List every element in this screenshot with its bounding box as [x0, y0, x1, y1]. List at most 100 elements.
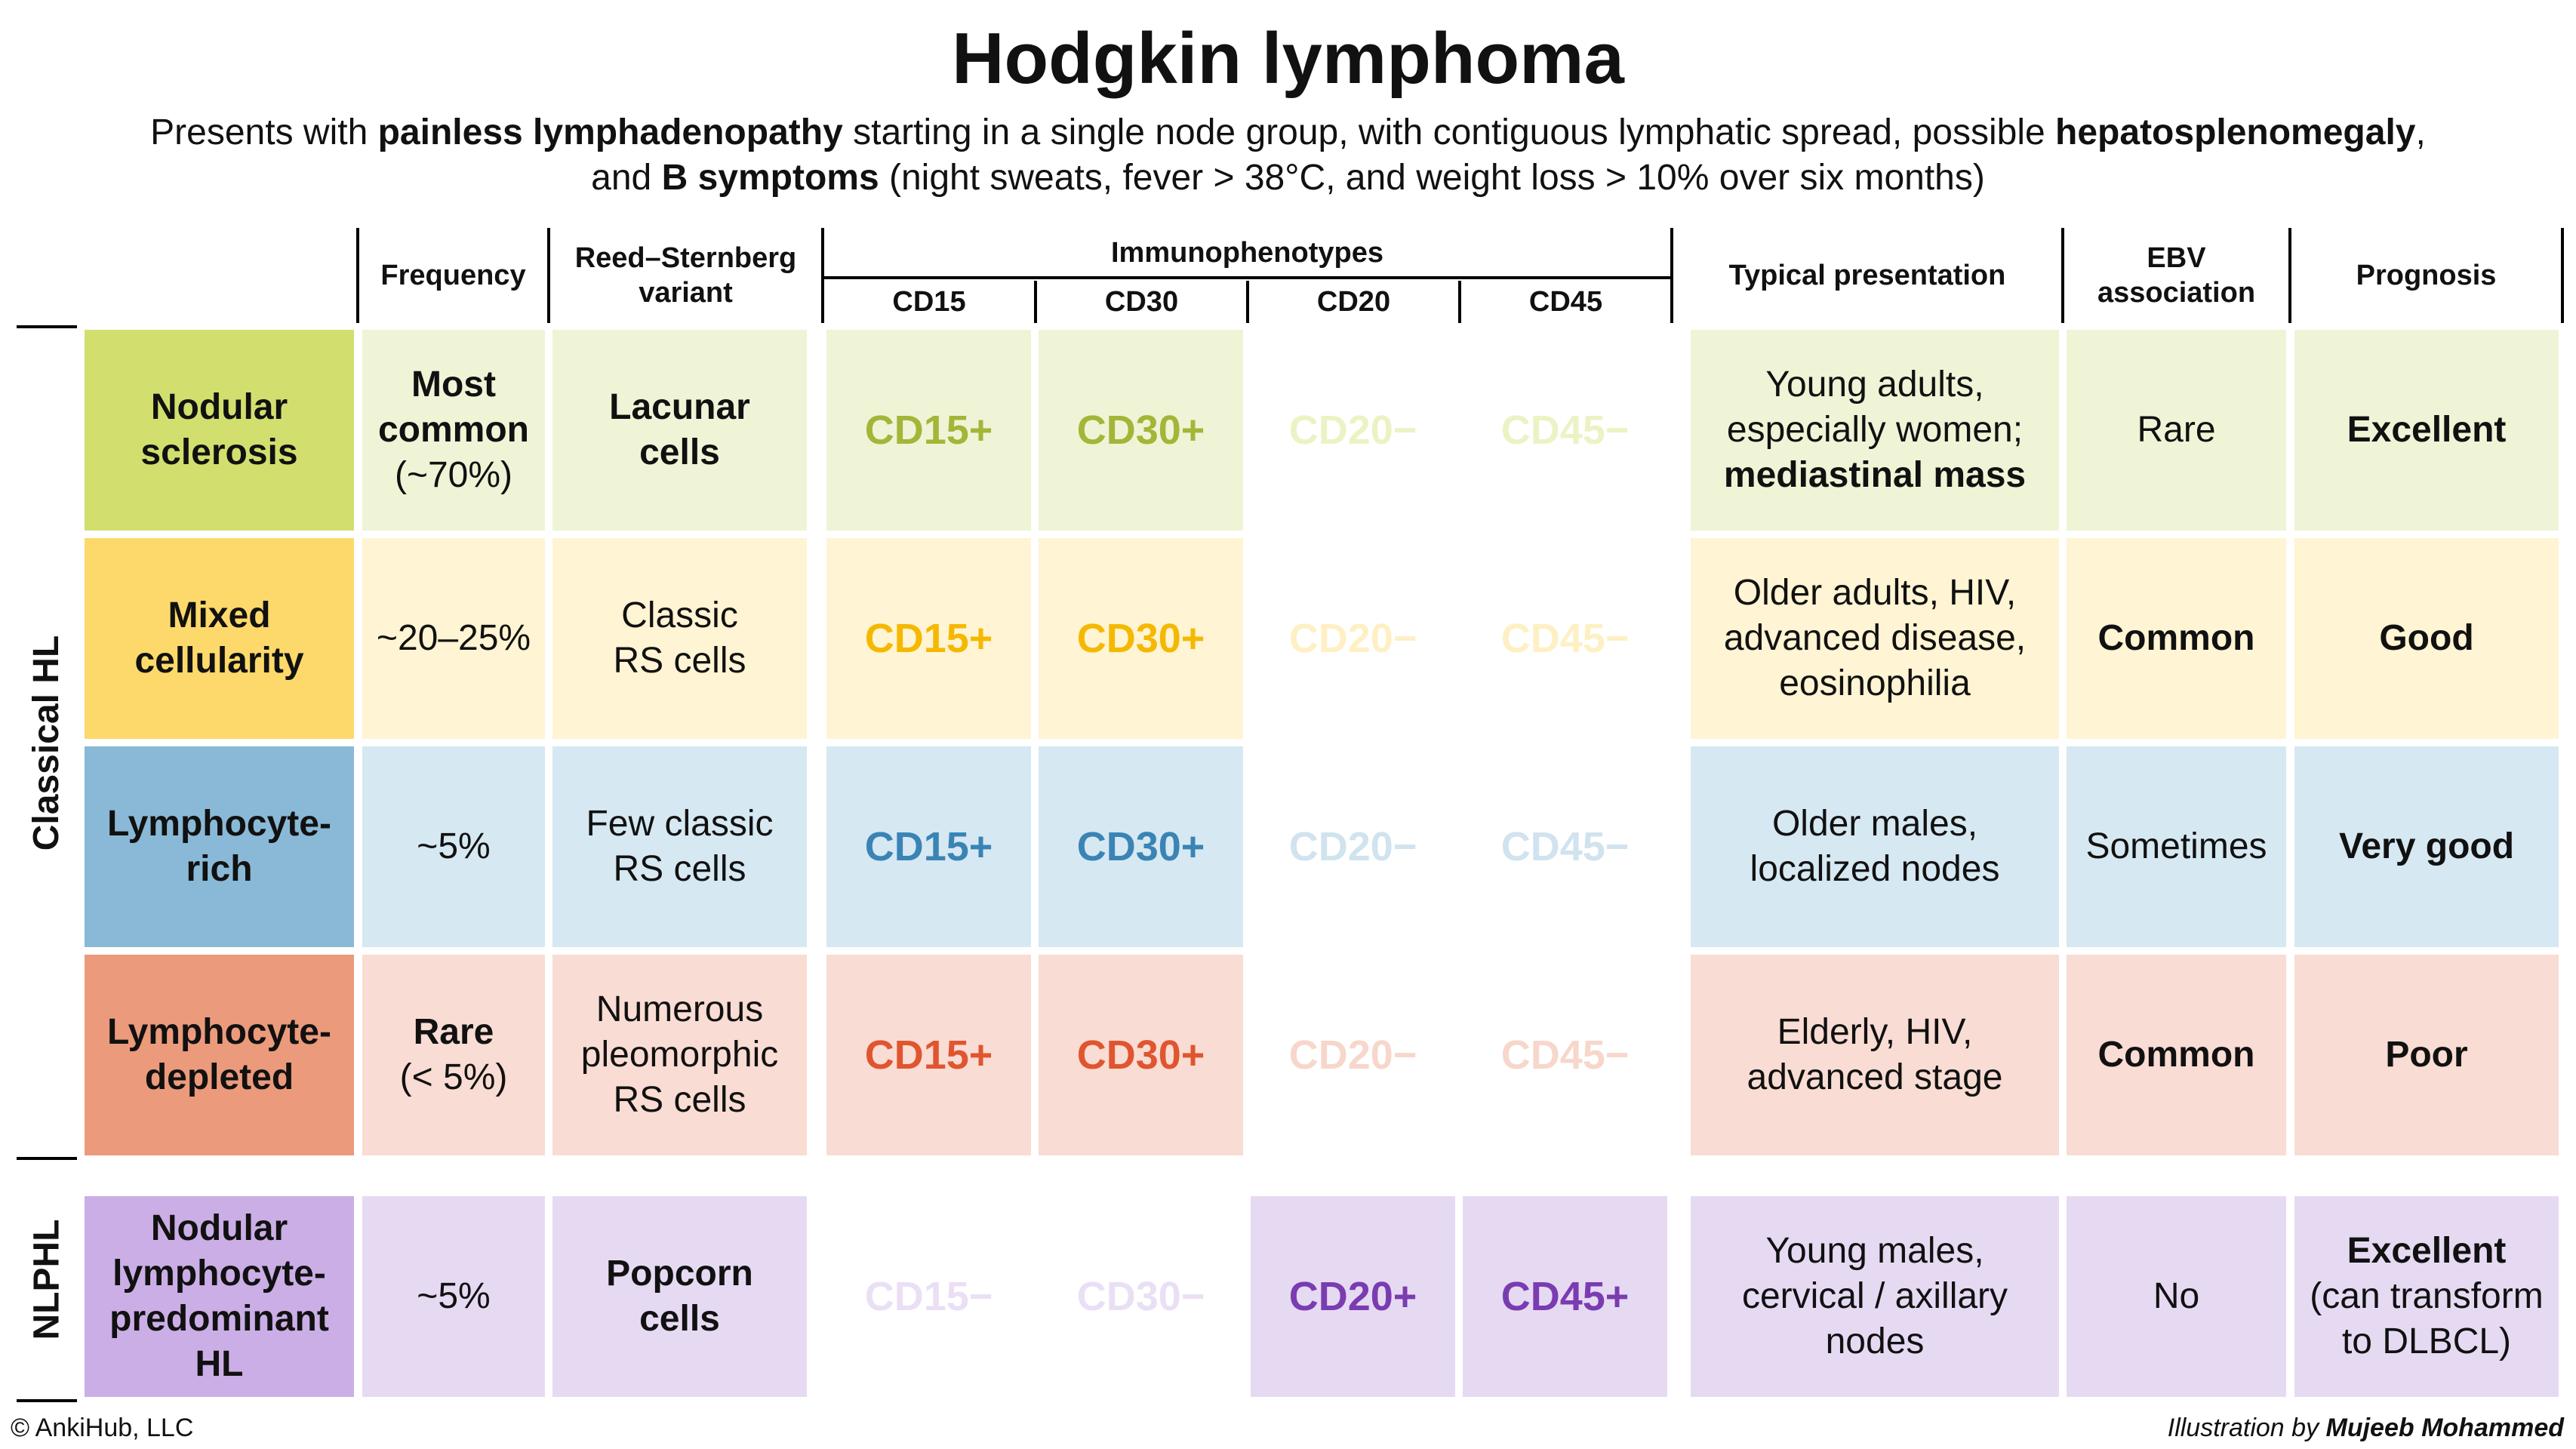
rs-text: Popcorn: [606, 1254, 753, 1294]
cd30-cell: CD30−: [1039, 1196, 1243, 1397]
cd15-marker: CD15−: [864, 1274, 993, 1319]
freq-text: (< 5%): [399, 1057, 508, 1097]
subtype-name: lymphocyte-: [112, 1254, 326, 1294]
cd20-marker: CD20−: [1288, 824, 1417, 869]
header-divider: [356, 228, 359, 323]
subtype-name: sclerosis: [140, 432, 298, 472]
freq-cell: ~5%: [362, 746, 545, 947]
cd30-cell: CD30+: [1039, 746, 1243, 947]
pres-cell: Elderly, HIV, advanced stage: [1691, 955, 2059, 1155]
cd30-marker: CD30+: [1076, 408, 1205, 453]
cd15-marker: CD15+: [864, 824, 993, 869]
ebv-value: Common: [2097, 1035, 2255, 1075]
prog-text: Good: [2379, 618, 2474, 658]
freq-text: ~20–25%: [376, 618, 531, 658]
pres-text: Young males,: [1765, 1231, 1984, 1271]
pres-text: Elderly, HIV,: [1777, 1012, 1973, 1052]
cd20-marker: CD20−: [1288, 616, 1417, 661]
pres-cell: Older males, localized nodes: [1691, 746, 2059, 947]
rs-text: Few classic: [586, 804, 774, 844]
subtype-name: Nodular: [150, 1208, 288, 1248]
subtype-name-cell: Nodular sclerosis: [85, 330, 354, 531]
header-typical-presentation: Typical presentation: [1728, 260, 2006, 291]
prog-cell: Excellent (can transform to DLBCL): [2294, 1196, 2559, 1397]
subtype-name: predominant: [109, 1299, 329, 1339]
rs-text: cells: [639, 432, 720, 472]
freq-cell: Rare(< 5%): [362, 955, 545, 1155]
pres-text: cervical / axillary: [1741, 1276, 2008, 1316]
pres-text: advanced disease,: [1723, 618, 2027, 658]
group-rule: [17, 325, 77, 328]
cd20-cell: CD20−: [1251, 330, 1455, 531]
header-prognosis: Prognosis: [2356, 260, 2497, 291]
pres-text: Older adults, HIV,: [1733, 573, 2017, 613]
prog-text: (can transform: [2310, 1276, 2544, 1316]
cd45-cell: CD45−: [1463, 746, 1667, 947]
cd30-marker: CD30−: [1076, 1274, 1205, 1319]
ebv-cell: Common: [2067, 955, 2286, 1155]
header-divider: [547, 228, 550, 323]
rs-text: RS cells: [613, 641, 746, 681]
pres-text: localized nodes: [1750, 849, 2000, 889]
header-immunophenotypes: Immunophenotypes: [1110, 237, 1384, 269]
group-rule: [17, 1399, 77, 1402]
cd20-cell: CD20−: [1251, 746, 1455, 947]
cd15-cell: CD15+: [826, 746, 1031, 947]
cd30-cell: CD30+: [1039, 538, 1243, 739]
ebv-cell: Sometimes: [2067, 746, 2286, 947]
subtype-name: Lymphocyte-: [107, 1012, 331, 1052]
cd30-cell: CD30+: [1039, 330, 1243, 531]
prog-cell: Good: [2294, 538, 2559, 739]
rs-text: RS cells: [613, 1080, 746, 1120]
cd20-cell: CD20−: [1251, 538, 1455, 739]
subtype-name: Nodular: [150, 387, 288, 427]
subtype-name: cellularity: [134, 641, 304, 681]
cd45-marker: CD45−: [1500, 1032, 1630, 1078]
cd15-cell: CD15+: [826, 330, 1031, 531]
prog-text: Poor: [2385, 1035, 2468, 1075]
rs-text: pleomorphic: [580, 1035, 779, 1075]
pres-text: advanced stage: [1747, 1057, 2003, 1097]
header-divider: [2288, 228, 2291, 323]
freq-text: common: [377, 410, 529, 450]
pres-cell: Older adults, HIV, advanced disease, eosin…: [1691, 538, 2059, 739]
cd45-cell: CD45−: [1463, 538, 1667, 739]
cd45-marker: CD45−: [1500, 408, 1630, 453]
header-frequency: Frequency: [380, 260, 526, 291]
cd20-cell: CD20−: [1251, 955, 1455, 1155]
pres-text: Older males,: [1771, 804, 1978, 844]
prog-text: Excellent: [2347, 1231, 2507, 1271]
subtype-name: depleted: [144, 1057, 294, 1097]
cd30-marker: CD30+: [1076, 1032, 1205, 1078]
rs-text: RS cells: [613, 849, 746, 889]
freq-text: (~70%): [394, 455, 513, 495]
subtitle-line-1: Presents with painless lymphadenopathy s…: [150, 112, 2426, 152]
cd15-cell: CD15+: [826, 955, 1031, 1155]
ebv-cell: Common: [2067, 538, 2286, 739]
header-divider: [2061, 228, 2064, 323]
cd15-marker: CD15+: [864, 1032, 993, 1078]
prog-cell: Excellent: [2294, 330, 2559, 531]
group-rule: [17, 1157, 77, 1160]
pres-text: Young adults,: [1765, 365, 1984, 405]
subtype-name: HL: [195, 1344, 244, 1384]
cd20-marker: CD20−: [1288, 408, 1417, 453]
prog-text: to DLBCL): [2341, 1321, 2512, 1361]
immunophenotype-rule: [821, 276, 1673, 279]
header-cd30: CD30: [1104, 286, 1179, 318]
cd45-marker: CD45+: [1500, 1274, 1630, 1319]
prog-text: Excellent: [2347, 410, 2507, 450]
pres-text: eosinophilia: [1779, 663, 1971, 703]
copyright: © AnkiHub, LLC: [11, 1414, 194, 1442]
subtype-name: Lymphocyte-: [107, 804, 331, 844]
header-divider: [1670, 228, 1673, 323]
freq-cell: ~20–25%: [362, 538, 545, 739]
